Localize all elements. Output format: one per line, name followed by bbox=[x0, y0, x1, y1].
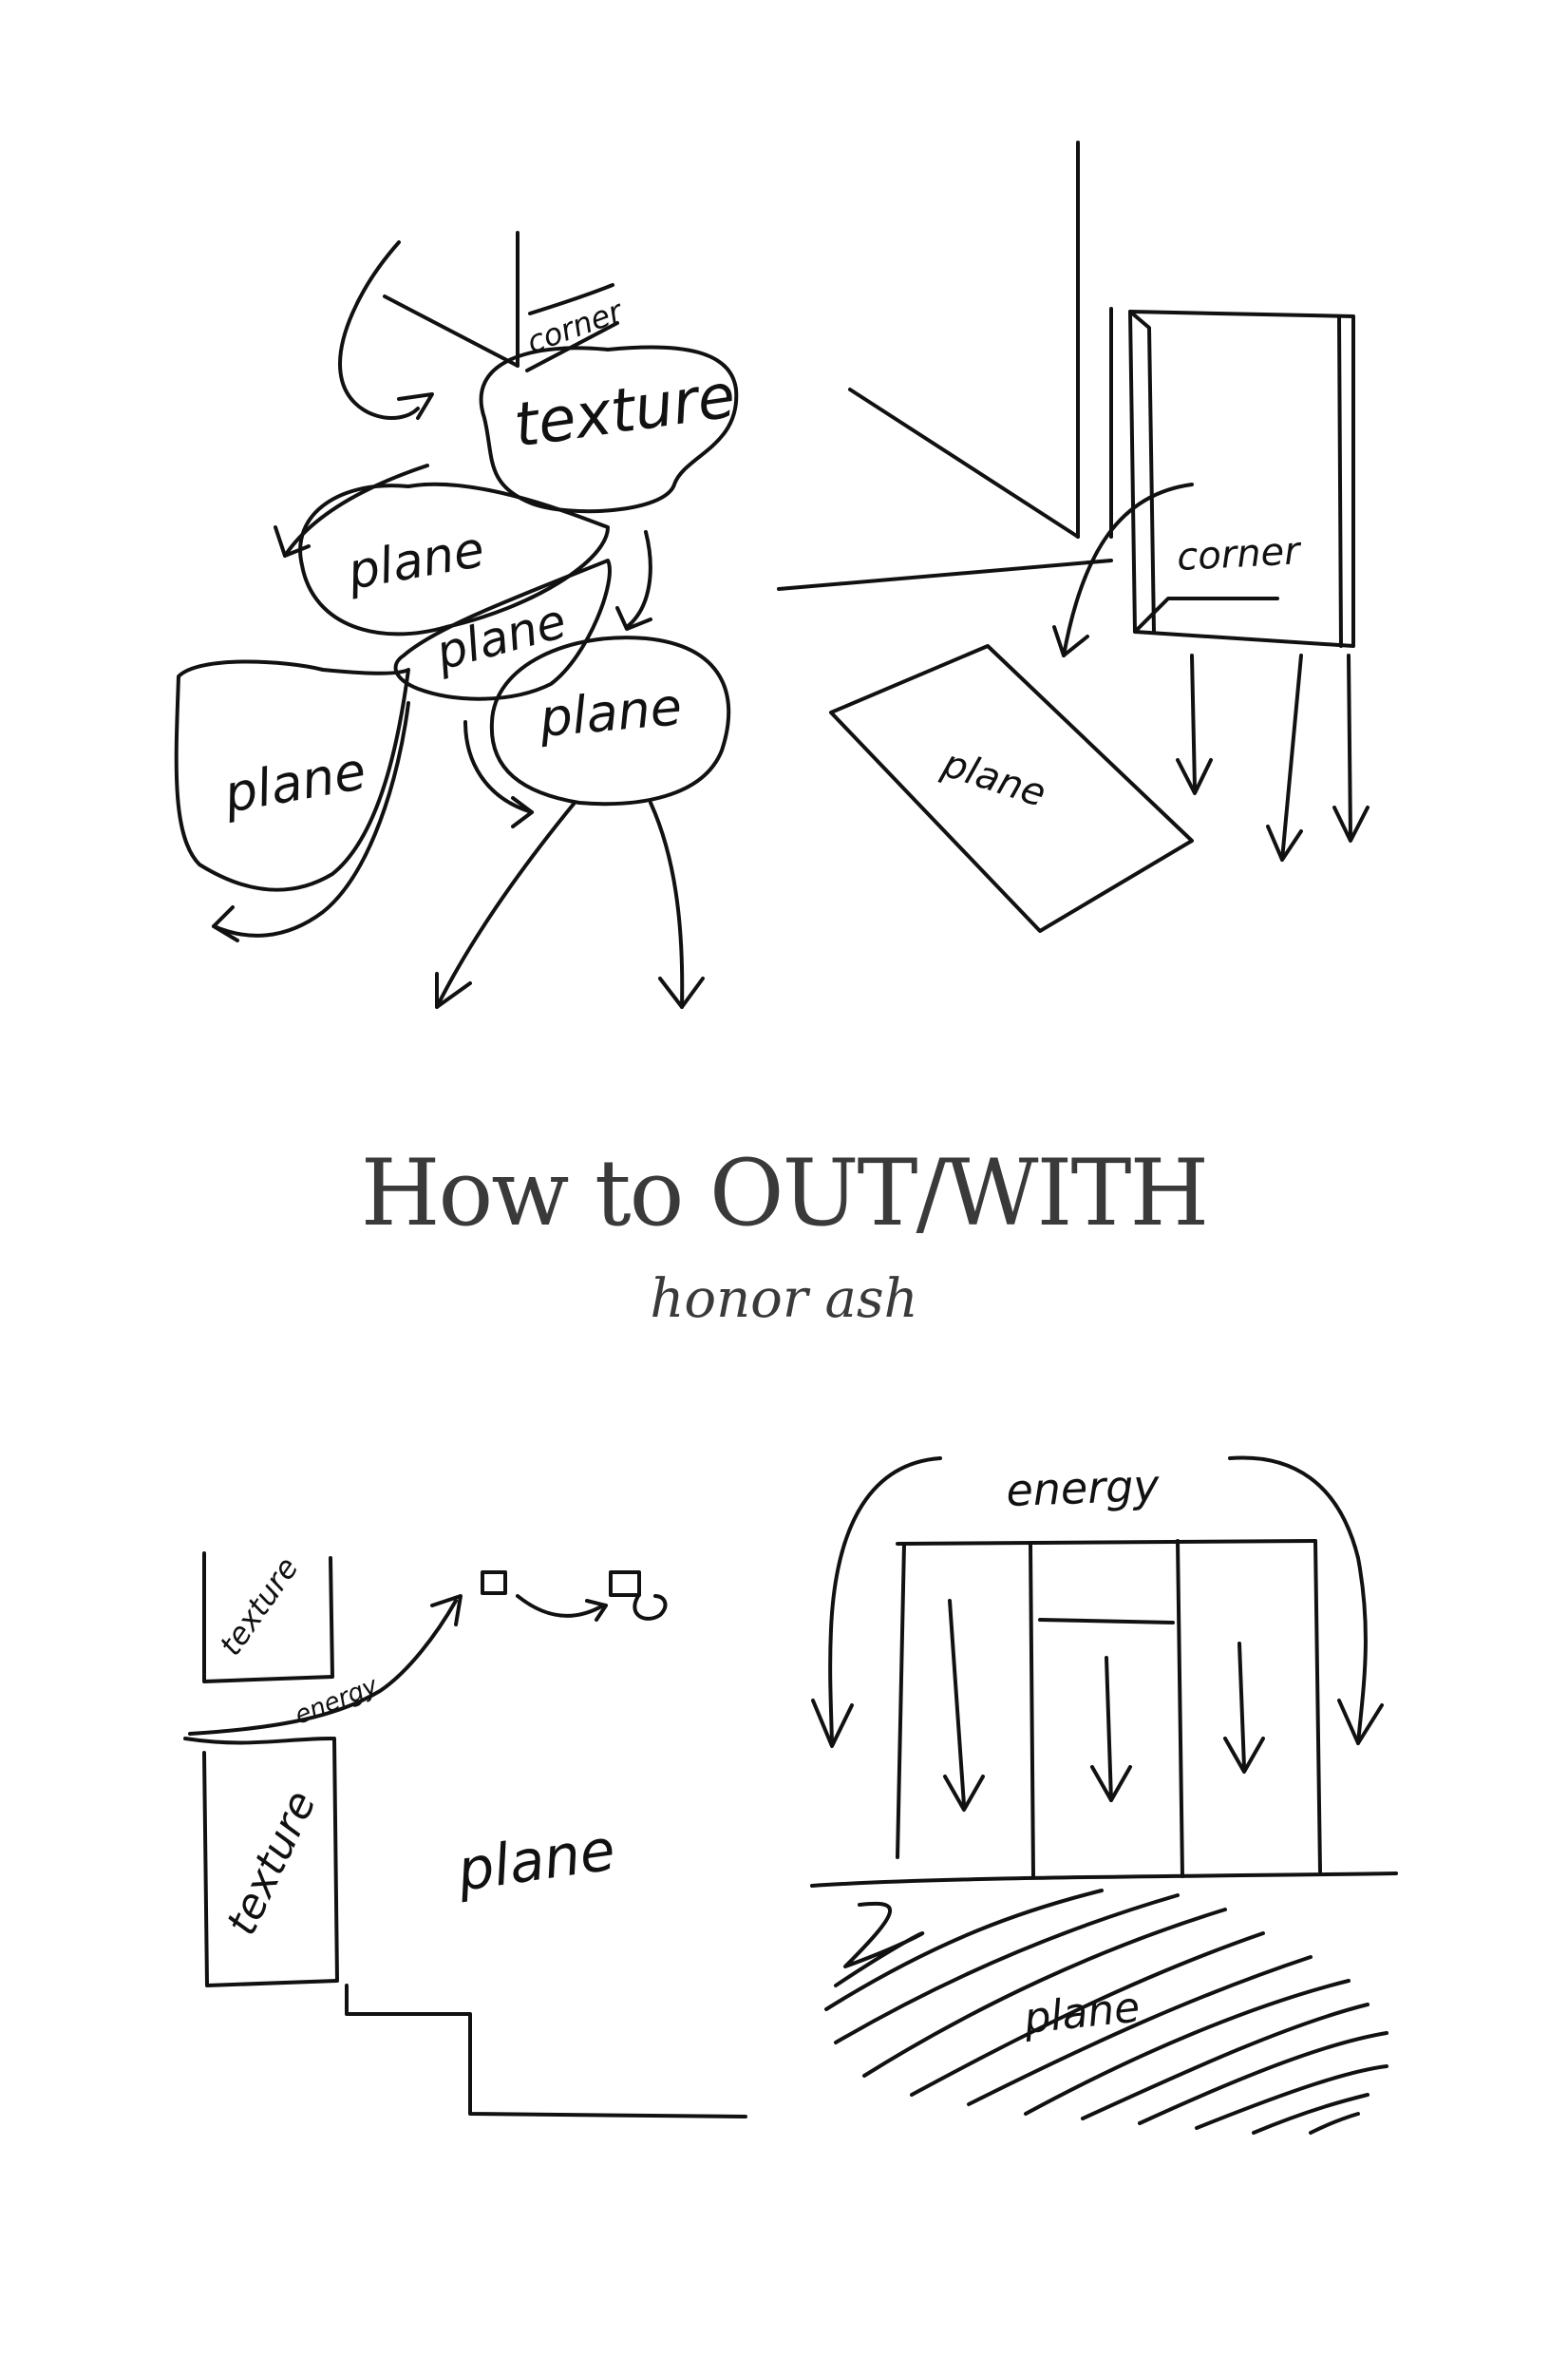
cover-title: How to OUT/WITH bbox=[360, 1140, 1209, 1246]
energy-label: energy bbox=[1005, 1459, 1161, 1516]
cover-author: honor ash bbox=[650, 1268, 918, 1330]
corner-label: corner bbox=[1176, 529, 1303, 580]
steps bbox=[345, 1984, 747, 2118]
texture-box-2 bbox=[183, 1737, 339, 1987]
small-shapes bbox=[481, 1570, 668, 1622]
arrows bbox=[212, 464, 705, 1009]
energy-arrow bbox=[188, 1594, 463, 1736]
plane-label-3: plane bbox=[537, 676, 685, 749]
box bbox=[1128, 310, 1355, 648]
plane-label: plane bbox=[1021, 1983, 1143, 2043]
corner-underline bbox=[525, 321, 619, 372]
energy-arrows bbox=[811, 1455, 1384, 1812]
plane-blob-3 bbox=[489, 636, 731, 807]
plane-blob-4 bbox=[174, 659, 410, 892]
texture-box-1 bbox=[202, 1551, 334, 1683]
building bbox=[810, 1539, 1398, 1888]
texture-blob bbox=[479, 345, 739, 514]
wall-corner bbox=[777, 141, 1113, 591]
plane-blob-2 bbox=[393, 559, 612, 701]
arrows bbox=[1052, 483, 1370, 862]
hatched-plane bbox=[824, 1889, 1389, 2135]
corner-lines bbox=[338, 231, 614, 420]
plane-rect bbox=[829, 644, 1194, 933]
plane-blob-1 bbox=[298, 482, 610, 636]
